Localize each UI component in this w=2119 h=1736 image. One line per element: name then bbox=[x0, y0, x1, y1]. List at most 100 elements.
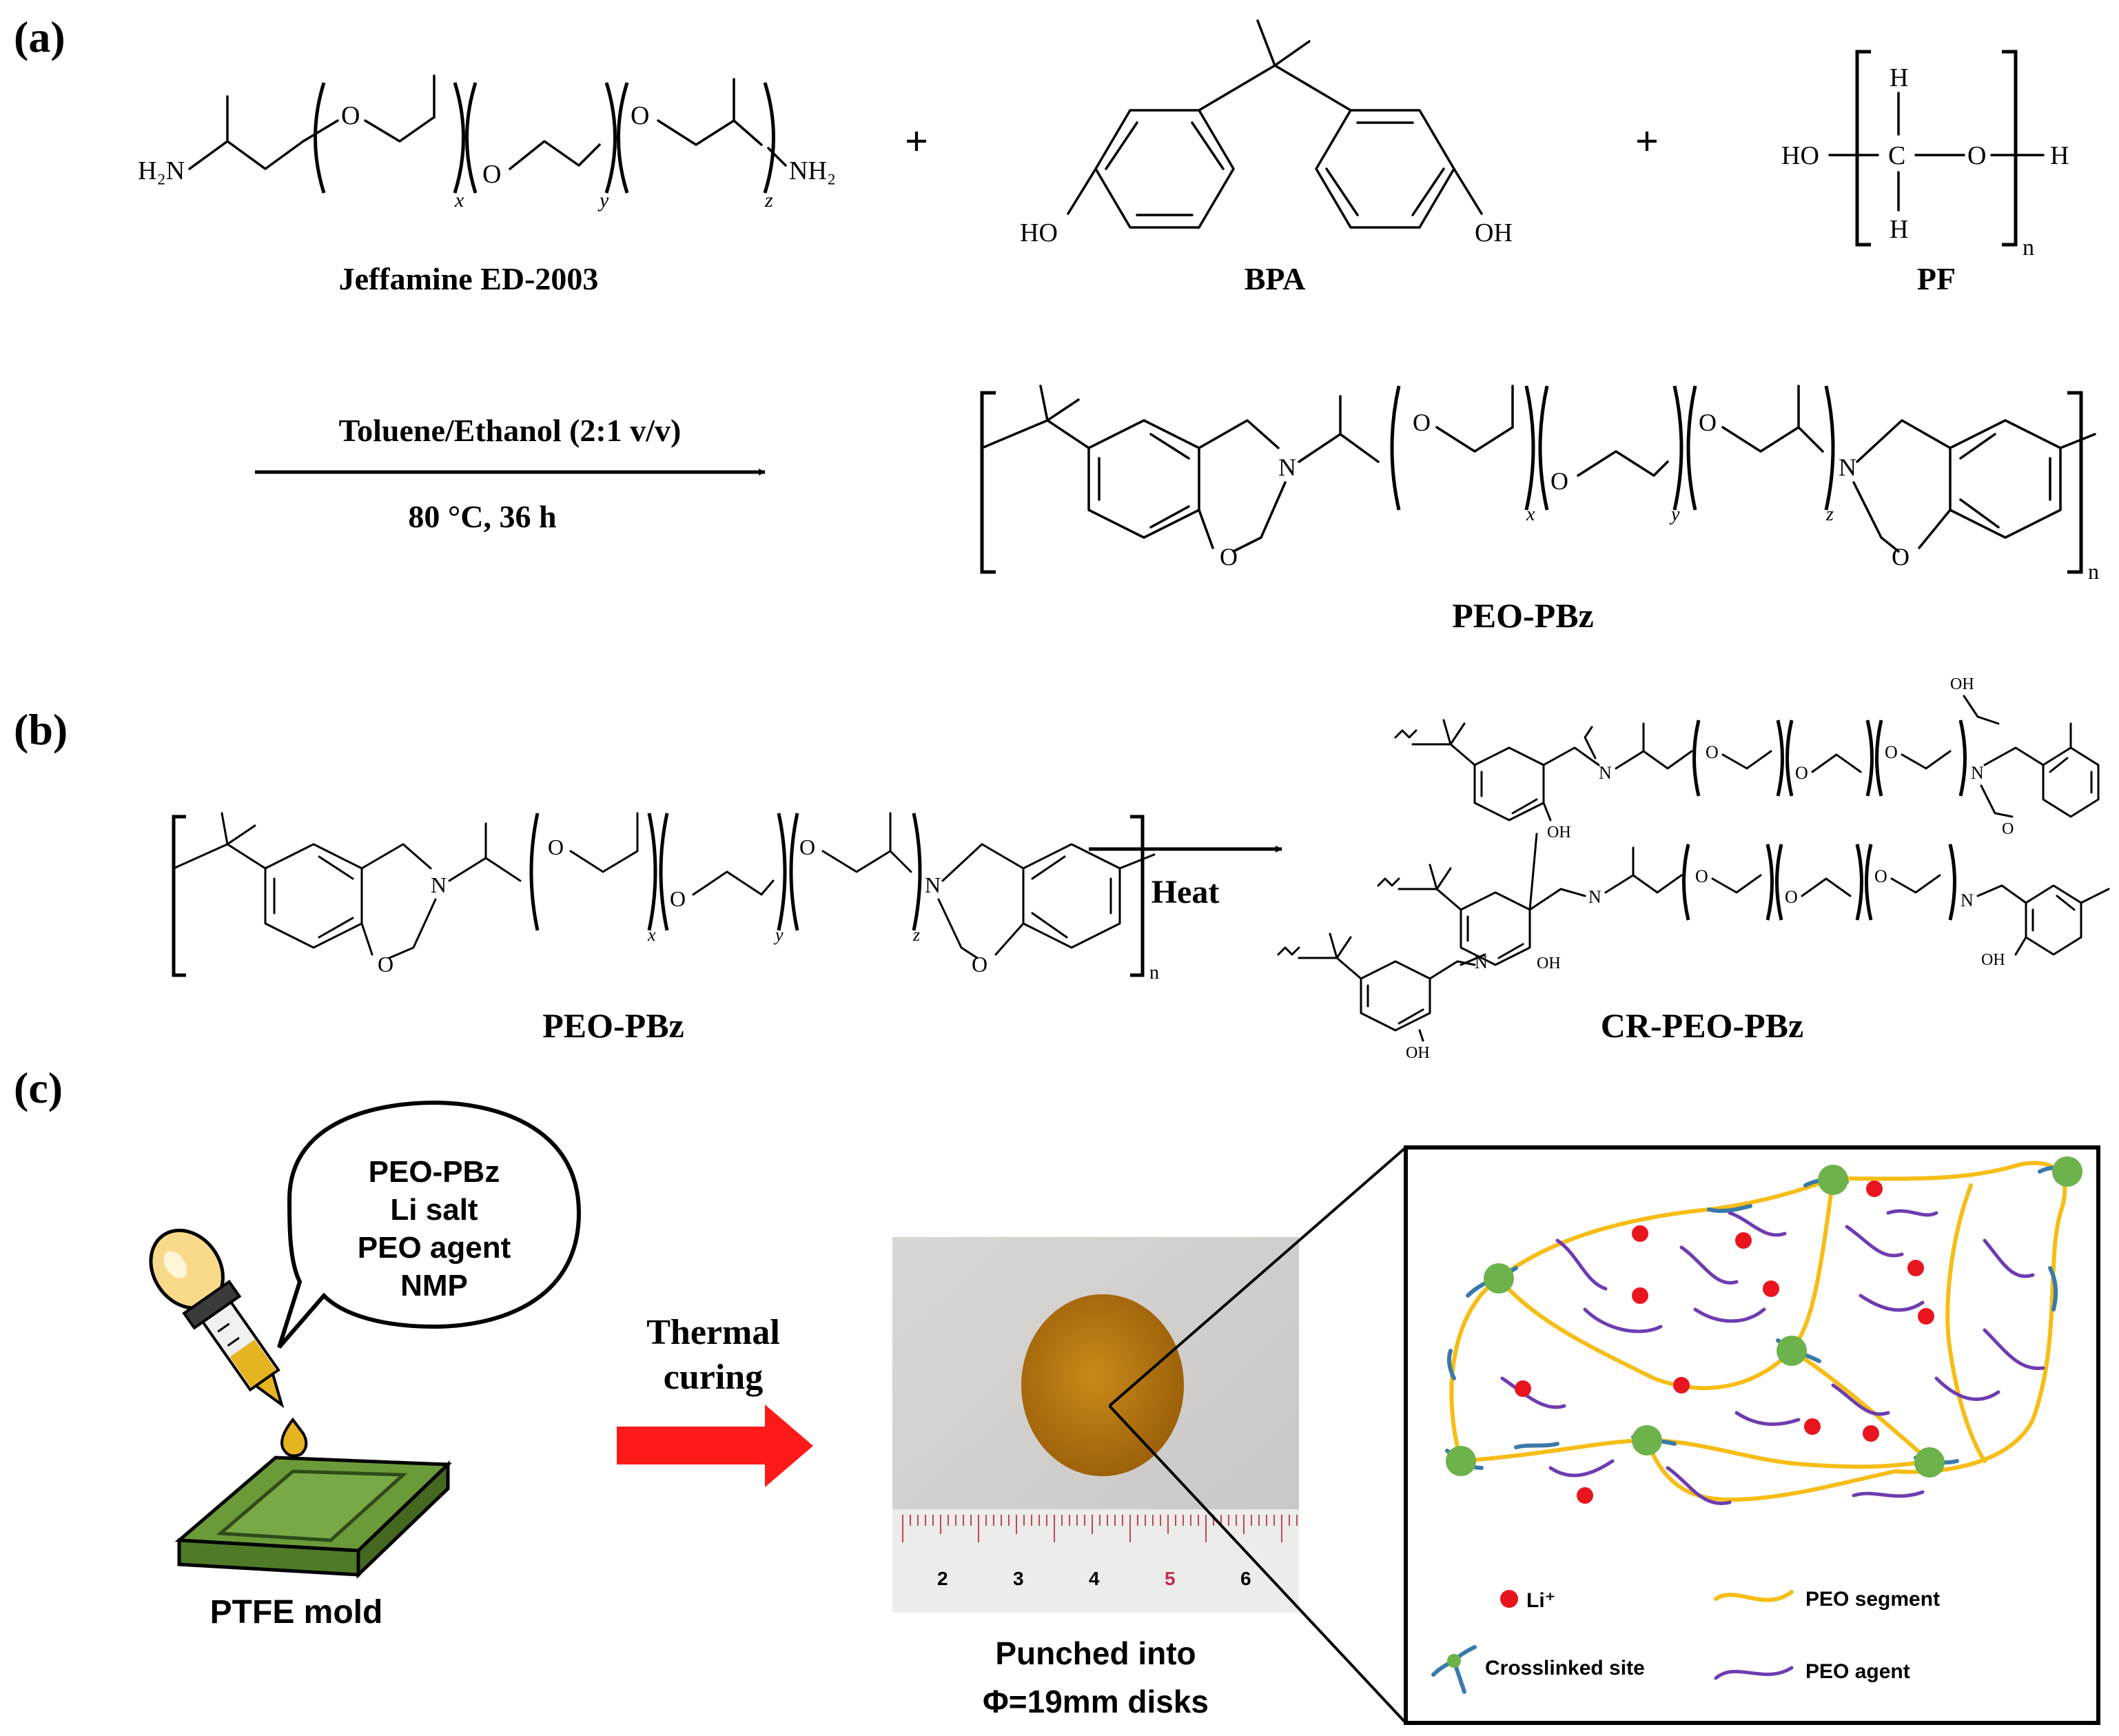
sub-n-b: n bbox=[1149, 962, 1159, 983]
crosslink-site bbox=[2052, 1156, 2082, 1187]
atom-ho-pf: HO bbox=[1781, 141, 1819, 170]
jeffamine-structure: H₂N O x O y O z NH₂ bbox=[138, 74, 836, 212]
atom-o-2: O bbox=[482, 160, 501, 189]
ruler-tick-6: 6 bbox=[1240, 1568, 1251, 1589]
atom-o-cr6: O bbox=[1785, 887, 1798, 907]
label-ptfe-mold: PTFE mold bbox=[210, 1594, 383, 1631]
sub-z-b: z bbox=[912, 925, 920, 945]
atom-h-bottom: H bbox=[1890, 215, 1908, 244]
legend-li-label: Li⁺ bbox=[1526, 1589, 1556, 1612]
panel-label-b: (b) bbox=[14, 705, 68, 754]
zoom-line-top bbox=[1108, 1146, 1407, 1407]
sub-x-b: x bbox=[647, 925, 656, 945]
atom-o-a4: O bbox=[1699, 409, 1717, 436]
atom-o-a1: O bbox=[1220, 543, 1238, 571]
atom-o-b3: O bbox=[670, 886, 686, 911]
atom-oh-cr5: OH bbox=[1406, 1044, 1430, 1062]
cr-peo-pbz-network: N OH O O O N O OH bbox=[1277, 675, 2110, 1062]
crosslink-site bbox=[1818, 1165, 1848, 1195]
li-ion bbox=[1577, 1487, 1593, 1504]
atom-oh-cr1: OH bbox=[1547, 824, 1571, 841]
atom-n-cr3: N bbox=[1588, 887, 1601, 907]
atom-n-b1: N bbox=[431, 872, 447, 897]
li-ion bbox=[1515, 1380, 1531, 1397]
legend-crosslink-icon bbox=[1431, 1645, 1477, 1694]
ruler-tick-5: 5 bbox=[1165, 1568, 1176, 1589]
atom-ho-bpa: HO bbox=[1020, 218, 1058, 247]
atom-n-cr2: N bbox=[1971, 763, 1984, 783]
atom-o-a3: O bbox=[1550, 467, 1568, 495]
dropper-icon bbox=[149, 1228, 285, 1409]
plus-sign-2: + bbox=[1635, 119, 1659, 164]
ruler bbox=[892, 1509, 1299, 1613]
atom-o-3: O bbox=[631, 101, 649, 130]
atom-h-top: H bbox=[1890, 63, 1908, 92]
droplet-icon bbox=[280, 1417, 308, 1458]
atom-o-cr4: O bbox=[2002, 820, 2014, 838]
ruler-tick-3: 3 bbox=[1013, 1568, 1024, 1589]
label-heat: Heat bbox=[1151, 874, 1220, 910]
crosslink-site bbox=[1446, 1446, 1476, 1476]
li-ion bbox=[1804, 1418, 1821, 1435]
legend-peo-segment-line bbox=[1714, 1590, 1794, 1602]
panel-label-a: (a) bbox=[14, 12, 65, 61]
peo-pbz-structure-a: N O O x O y O z N O n bbox=[980, 385, 2099, 584]
li-ion bbox=[1863, 1425, 1879, 1442]
sub-z-1: z bbox=[764, 189, 773, 212]
sub-x-a: x bbox=[1526, 504, 1535, 525]
atom-o-cr3: O bbox=[1885, 742, 1898, 762]
atom-h-pf: H bbox=[2050, 141, 2069, 170]
ruler-tick-4: 4 bbox=[1089, 1568, 1100, 1589]
sub-n-pf: n bbox=[2023, 235, 2034, 261]
thermal-curing-arrow bbox=[617, 1405, 813, 1487]
atom-oh-bpa: OH bbox=[1475, 218, 1513, 247]
ruler-tick-2: 2 bbox=[937, 1568, 948, 1589]
bubble-line-4: NMP bbox=[400, 1269, 468, 1303]
network-schematic: Li⁺ PEO segment Crosslinked site PEO age… bbox=[1404, 1145, 2100, 1725]
electrolyte-disk bbox=[1021, 1294, 1184, 1476]
li-ion bbox=[1632, 1225, 1648, 1242]
atom-n-a2: N bbox=[1839, 453, 1856, 481]
bubble-line-1: PEO-PBz bbox=[369, 1155, 500, 1189]
disk-caption-2: Φ=19mm disks bbox=[983, 1684, 1209, 1719]
process-top: Thermal bbox=[646, 1313, 780, 1352]
speech-bubble: PEO-PBz Li salt PEO agent NMP bbox=[277, 1100, 582, 1349]
process-bottom: curing bbox=[664, 1358, 763, 1397]
atom-o-pf: O bbox=[1967, 141, 1986, 170]
conditions-bottom: 80 °C, 36 h bbox=[408, 499, 556, 534]
atom-n-b2: N bbox=[925, 872, 941, 897]
conditions-top: Toluene/Ethanol (2:1 v/v) bbox=[339, 413, 682, 448]
atom-n-a1: N bbox=[1278, 453, 1296, 481]
plus-sign-1: + bbox=[905, 119, 928, 164]
sub-z-a: z bbox=[1825, 504, 1834, 525]
label-peo-pbz-a: PEO-PBz bbox=[1452, 596, 1594, 635]
legend-peo-segment-label: PEO segment bbox=[1805, 1588, 1940, 1611]
atom-o-a5: O bbox=[1892, 543, 1910, 571]
atom-h2n: H₂N bbox=[138, 156, 185, 185]
crosslink-site bbox=[1632, 1425, 1662, 1456]
label-cr-peo-pbz: CR-PEO-PBz bbox=[1601, 1006, 1803, 1045]
atom-o-a2: O bbox=[1413, 409, 1431, 436]
ptfe-mold bbox=[174, 1456, 452, 1579]
atom-o-b5: O bbox=[972, 952, 987, 977]
legend-li-dot bbox=[1500, 1590, 1518, 1608]
li-ion bbox=[1673, 1377, 1690, 1393]
atom-o-b2: O bbox=[548, 835, 564, 859]
li-ion bbox=[1735, 1232, 1752, 1249]
crosslink-site bbox=[1484, 1263, 1514, 1294]
atom-c-pf: C bbox=[1888, 141, 1905, 170]
sub-x-1: x bbox=[454, 189, 464, 212]
sub-y-a: y bbox=[1669, 504, 1680, 525]
atom-oh-cr2: OH bbox=[1950, 675, 1974, 693]
atom-o-b4: O bbox=[799, 835, 815, 859]
atom-oh-cr3: OH bbox=[1537, 954, 1561, 972]
panel-label-c: (c) bbox=[14, 1063, 63, 1112]
li-ion bbox=[1763, 1280, 1779, 1297]
disk-caption-1: Punched into bbox=[995, 1635, 1196, 1671]
label-pf: PF bbox=[1917, 261, 1956, 296]
atom-o-cr1: O bbox=[1706, 742, 1719, 762]
atom-n-cr1: N bbox=[1599, 763, 1612, 783]
bubble-line-3: PEO agent bbox=[358, 1231, 511, 1265]
pf-structure: HO C H H O H n bbox=[1781, 50, 2069, 261]
ruler-minor-ticks bbox=[902, 1515, 1298, 1542]
